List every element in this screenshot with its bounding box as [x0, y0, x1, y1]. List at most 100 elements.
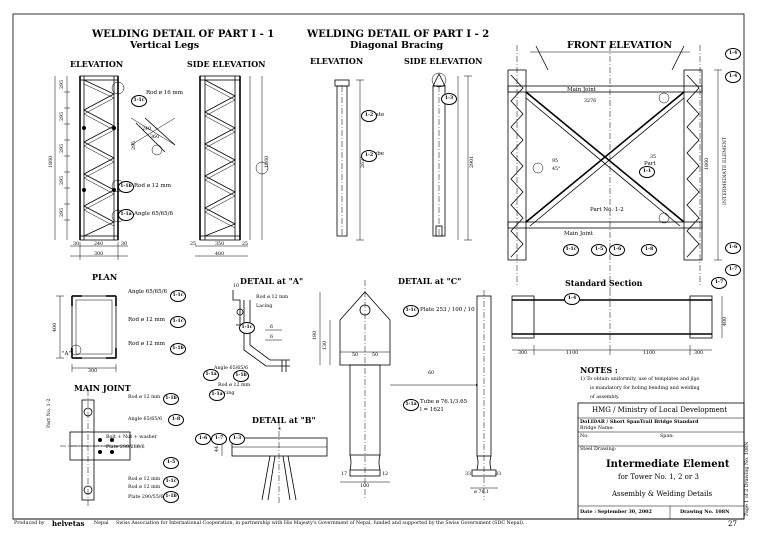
dim-dc-130: 130 — [323, 340, 328, 350]
tb-no: No: — [580, 434, 589, 439]
elevation-2-title: ELEVATION — [310, 56, 364, 66]
dim-e1-300: 300 — [94, 252, 104, 257]
plan-rod1-label: Rod ø 12 mm — [128, 317, 165, 323]
front-elevation-title: FRONT ELEVATION — [567, 40, 673, 51]
plan-title: PLAN — [92, 272, 118, 282]
main-joint-label-bottom: Main Joint — [564, 231, 593, 237]
detail-c-tube-label: Tube ø 76.1/3.65 — [420, 399, 468, 405]
tb-bridge-name: Bridge Name: — [580, 426, 614, 431]
part2-elevation — [334, 79, 364, 241]
callout-bubble: 1-6 — [195, 433, 211, 445]
main-joint-drawing — [60, 390, 140, 508]
part-no-12-vertical: Part No. 1-2 — [47, 398, 52, 428]
dim-da-10: 10 — [233, 284, 240, 289]
detail-b-drawing — [221, 420, 328, 505]
dim-dc-60: 60 — [428, 371, 435, 376]
part-no-label: Part No. 1-2 — [590, 207, 624, 213]
dim-dc-100: 100 — [360, 484, 370, 489]
footer-produced-by: Produced by — [14, 521, 45, 526]
dim-e1-seg3: 295 — [60, 143, 65, 153]
footer-side-text: Page 1 of 2 Drawing No. 108N — [745, 441, 750, 516]
detail-a-lacing2-label: Lacing — [218, 391, 235, 396]
detail-c-drawing — [319, 280, 498, 500]
dim-std-1100b: 1100 — [643, 351, 656, 356]
main-joint-label-top: Main Joint — [567, 87, 596, 93]
detail-a-rod2-label: Rod ø 12 mm — [218, 383, 251, 388]
callout-bubble: 1-1c — [239, 322, 255, 334]
angle65-label: Angle 65/65/6 — [134, 211, 173, 217]
dim-dc-12: 12 — [382, 472, 389, 477]
callout-bubble: 1-7 — [711, 277, 727, 289]
detail-c-length-label: l = 1621 — [420, 407, 444, 413]
plan-a-label: "A" — [62, 351, 72, 357]
callout-bubble: 1-7 — [725, 264, 741, 276]
plan-view — [56, 295, 117, 372]
standard-section-title: Standard Section — [565, 278, 643, 288]
standard-section-drawing — [511, 290, 723, 355]
intermediate-element-vertical: INTERMEDIATE ELEMENT — [723, 137, 728, 205]
callout-bubble: 1-5 — [591, 244, 607, 256]
dim-fe-45deg: 45° — [552, 167, 561, 172]
part1-elevation — [54, 75, 128, 260]
part2-side-elevation — [431, 72, 472, 241]
callout-bubble: 1-2 — [361, 150, 377, 162]
callout-bubble: 1-1b — [163, 491, 179, 503]
detail-a-title: DETAIL at "A" — [240, 276, 304, 286]
dim-dc-50b: 50 — [372, 353, 379, 358]
dim-e1-1860: 1860 — [49, 155, 54, 168]
dim-dc-33a: 33 — [465, 472, 472, 477]
dim-e1-seg4: 295 — [60, 175, 65, 185]
dim-plan-400: 400 — [53, 322, 58, 332]
callout-bubble: 1-1a — [118, 209, 134, 221]
mj-plate1-label: Plate 290/286/6 — [106, 445, 145, 450]
plan-rod2-label: Rod ø 12 mm — [128, 341, 165, 347]
notes-line2: is mandatory for holing bending and weld… — [590, 386, 700, 391]
footer-nepal: Nepal — [94, 521, 109, 526]
dim-da-6a: 6 — [270, 325, 274, 330]
part1-subtitle: Vertical Legs — [130, 40, 200, 51]
part-label: Part — [644, 161, 656, 167]
dim-se2-2901: 2901 — [470, 155, 475, 168]
dim-db-4: 4 — [278, 427, 282, 432]
part1-side-elevation — [195, 75, 269, 257]
detail-a-angle-label: Angle 65/65/6 — [214, 366, 249, 371]
footer-page-number: 27 — [728, 520, 737, 528]
callout-bubble: 1-1c — [170, 290, 186, 302]
dim-std-400: 400 — [723, 316, 728, 326]
tb-steel-drawing: Steel Drawing: — [580, 447, 617, 452]
callout-bubble: 1-1c — [563, 244, 579, 256]
callout-bubble: 1-1c — [403, 305, 419, 317]
dim-se1-1860: 1860 — [265, 155, 270, 168]
dim-lacing-360: 360 — [150, 135, 160, 140]
part1-title: WELDING DETAIL OF PART I - 1 — [92, 29, 275, 40]
dim-se1-350: 350 — [215, 242, 225, 247]
mj-rod2-label: Rod ø 12 mm — [128, 477, 161, 482]
callout-bubble: 1-1b — [233, 370, 249, 382]
footer-text: Swiss Association for International Coop… — [116, 521, 525, 526]
callout-bubble: 1-1 — [639, 166, 655, 178]
tb-main-title: Intermediate Element — [606, 459, 730, 470]
callout-bubble: 1-4 — [725, 71, 741, 83]
elevation-1-title: ELEVATION — [70, 59, 124, 69]
detail-b-title: DETAIL at "B" — [252, 415, 316, 425]
dim-lacing-295: 295 — [132, 140, 137, 150]
callout-bubble: 1-7 — [211, 433, 227, 445]
dim-e1-seg1: 295 — [60, 79, 65, 89]
dim-fe-1860: 1860 — [705, 157, 710, 170]
main-joint-title: MAIN JOINT — [74, 383, 131, 393]
lacing-detail — [130, 117, 176, 156]
dim-dc-76: ø 76.1 — [474, 490, 490, 495]
callout-bubble: 1-6 — [725, 242, 741, 254]
dim-dc-17: 17 — [341, 472, 348, 477]
callout-bubble: 1-8 — [168, 414, 184, 426]
callout-bubble: 1-4 — [725, 48, 741, 60]
callout-bubble: 1-2 — [361, 110, 377, 122]
tb-std: DoLIDAR / Short SpanTrail Bridge Standar… — [580, 419, 699, 425]
front-elevation — [507, 45, 722, 290]
callout-bubble: 1-1a — [203, 369, 219, 381]
callout-bubble: 1-1a — [403, 399, 419, 411]
dim-fe-35: 35 — [650, 155, 657, 160]
plan-angle-label: Angle 65/65/6 — [128, 289, 167, 295]
side-elevation-1-title: SIDE ELEVATION — [187, 59, 266, 69]
